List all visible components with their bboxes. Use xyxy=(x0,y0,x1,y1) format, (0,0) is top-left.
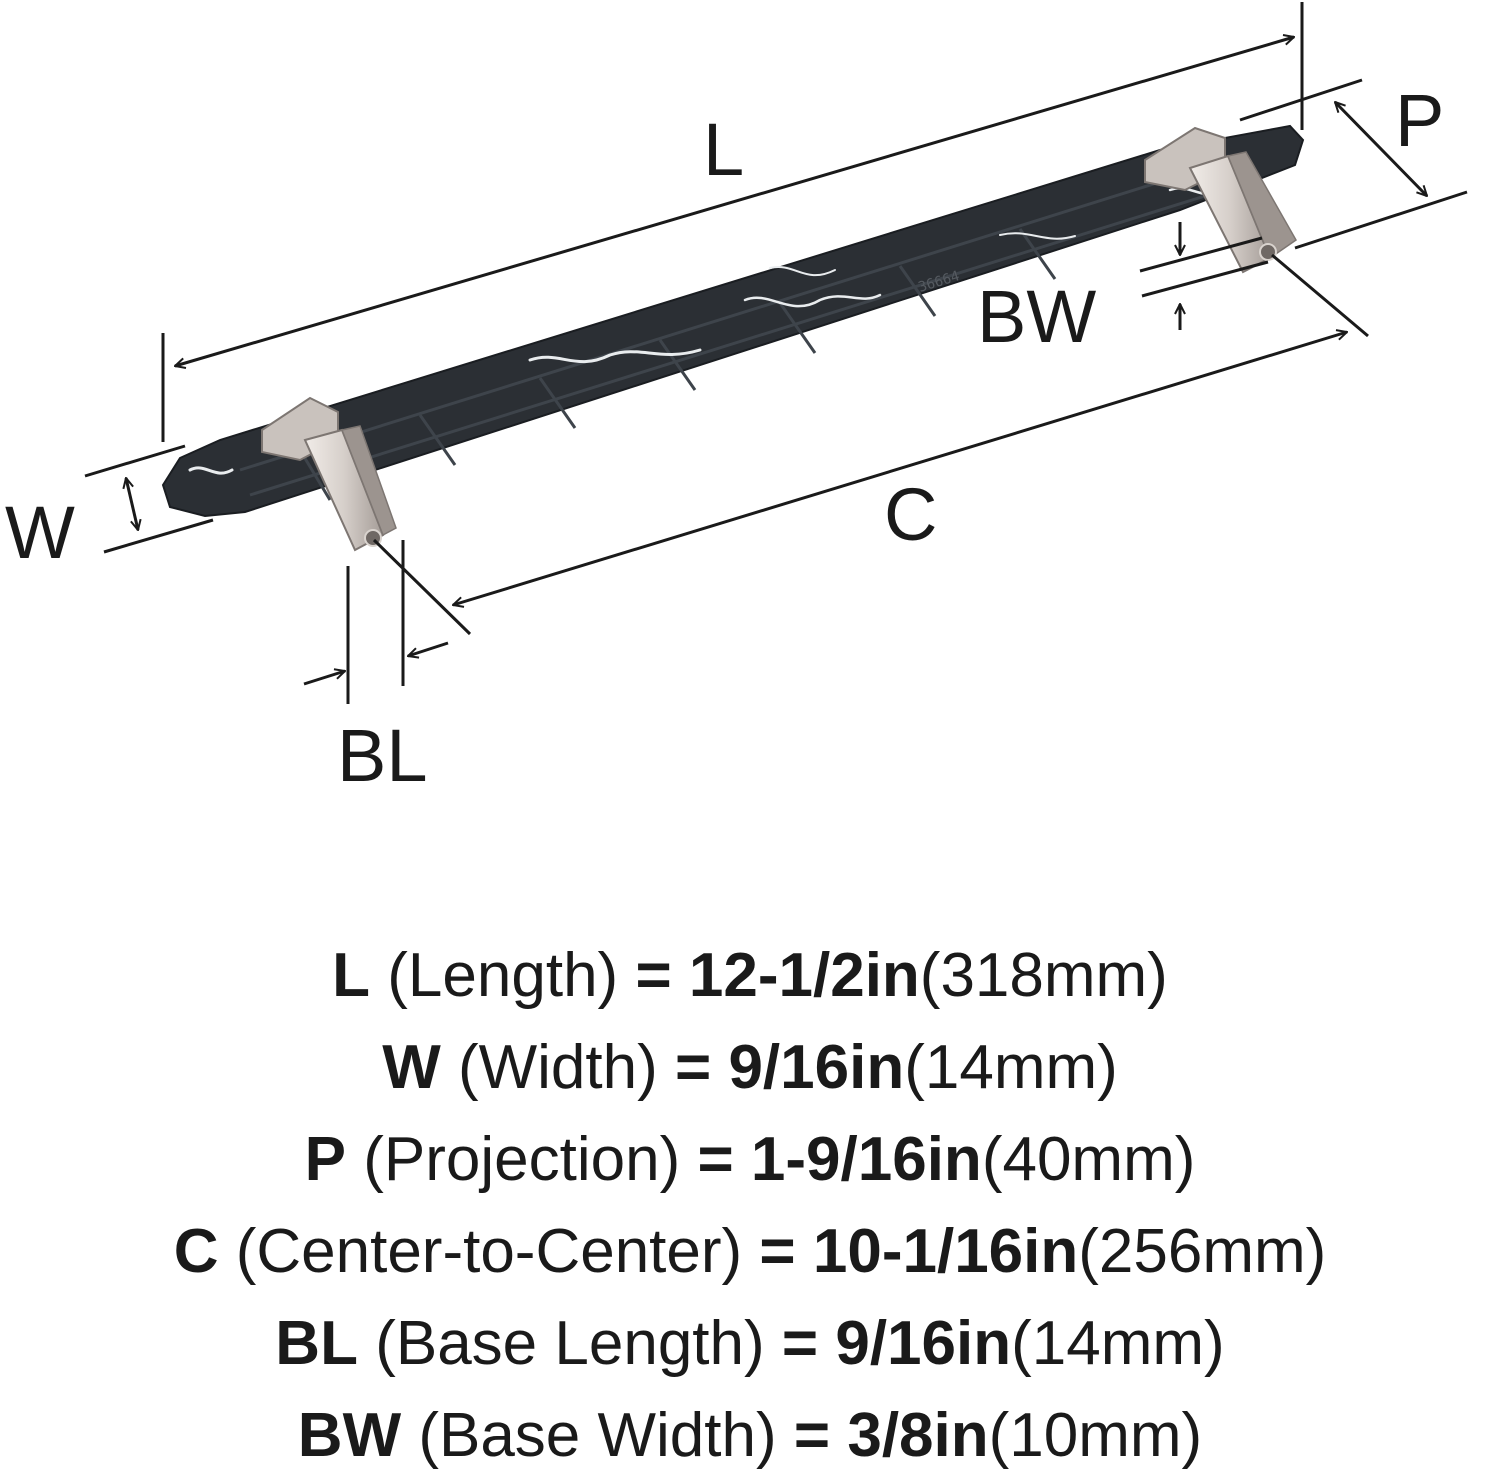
spec-name: (Length) xyxy=(387,941,619,1010)
spec-name: (Base Width) xyxy=(418,1401,777,1470)
spec-letter: W xyxy=(382,1033,441,1102)
dimension-length xyxy=(161,2,1304,442)
spec-equals: = xyxy=(697,1125,734,1194)
dimension-projection xyxy=(1239,78,1468,250)
label-BW: BW xyxy=(977,275,1096,358)
spec-metric: (10mm) xyxy=(988,1401,1203,1470)
spec-equals: = xyxy=(793,1401,831,1470)
spec-imperial: 10-1/16in xyxy=(812,1217,1079,1286)
spec-name: (Projection) xyxy=(363,1125,681,1194)
spec-imperial: 9/16in xyxy=(835,1309,1012,1378)
dimension-spec-list: L (Length) = 12-1/2in(318mm) W (Width) =… xyxy=(0,930,1500,1482)
spec-letter: P xyxy=(304,1125,346,1194)
spec-name: (Base Length) xyxy=(375,1309,765,1378)
spec-metric: (318mm) xyxy=(919,941,1168,1010)
spec-length: L (Length) = 12-1/2in(318mm) xyxy=(0,930,1500,1022)
dimension-base-length xyxy=(303,540,449,704)
spec-equals: = xyxy=(781,1309,819,1378)
spec-letter: BL xyxy=(275,1309,358,1378)
spec-projection: P (Projection) = 1-9/16in(40mm) xyxy=(0,1114,1500,1206)
label-W: W xyxy=(5,491,75,574)
spec-metric: (14mm) xyxy=(1011,1309,1225,1378)
label-L: L xyxy=(703,108,744,191)
spec-base-width: BW (Base Width) = 3/8in(10mm) xyxy=(0,1390,1500,1482)
dimension-base-width xyxy=(1139,222,1269,330)
spec-letter: BW xyxy=(297,1401,402,1470)
spec-letter: C xyxy=(173,1217,219,1286)
spec-imperial: 1-9/16in xyxy=(750,1125,982,1194)
spec-imperial: 9/16in xyxy=(728,1033,905,1102)
dimension-width xyxy=(84,444,214,554)
spec-imperial: 3/8in xyxy=(847,1401,989,1470)
label-BL: BL xyxy=(337,714,428,797)
spec-equals: = xyxy=(674,1033,712,1102)
spec-imperial: 12-1/2in xyxy=(688,941,920,1010)
left-mounting-post xyxy=(261,396,397,552)
dimension-diagram: 36664 L W P C xyxy=(5,2,1468,797)
dimension-center-to-center xyxy=(372,253,1369,636)
spec-name: (Center-to-Center) xyxy=(235,1217,743,1286)
spec-center-to-center: C (Center-to-Center) = 10-1/16in(256mm) xyxy=(0,1206,1500,1298)
spec-metric: (40mm) xyxy=(981,1125,1196,1194)
label-C: C xyxy=(884,473,937,556)
spec-equals: = xyxy=(759,1217,796,1286)
label-P: P xyxy=(1395,79,1444,162)
spec-letter: L xyxy=(332,941,371,1010)
spec-width: W (Width) = 9/16in(14mm) xyxy=(0,1022,1500,1114)
spec-name: (Width) xyxy=(457,1033,658,1102)
spec-equals: = xyxy=(635,941,672,1010)
spec-metric: (14mm) xyxy=(904,1033,1118,1102)
spec-base-length: BL (Base Length) = 9/16in(14mm) xyxy=(0,1298,1500,1390)
spec-metric: (256mm) xyxy=(1078,1217,1327,1286)
